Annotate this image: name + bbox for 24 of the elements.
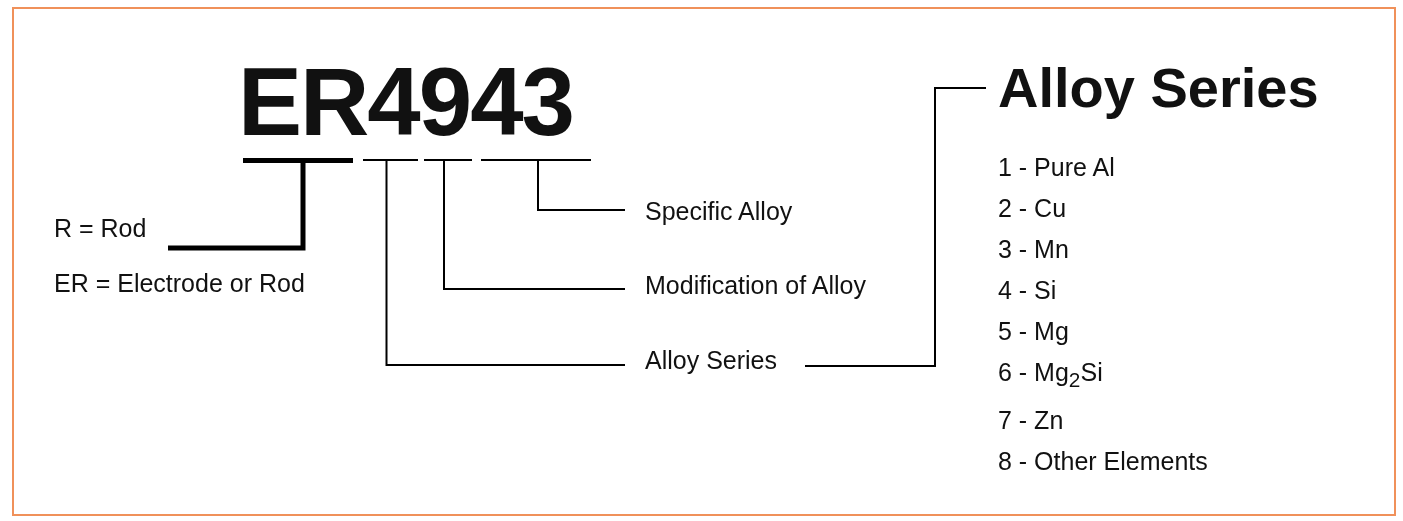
list-item: 3 - Mn: [998, 234, 1070, 265]
leader-line: [804, 87, 987, 367]
list-item: 6 - Mg$_{2}$Si: [998, 357, 1104, 393]
list-item: 4 - Si: [998, 275, 1058, 306]
leader-line: [537, 160, 626, 211]
leader-label: Specific Alloy: [645, 194, 805, 228]
leader-line: [443, 160, 626, 290]
list-item: 8 - Other Elements: [998, 446, 1209, 477]
leader-label: Modification of Alloy: [645, 268, 885, 302]
leader-label: Alloy Series: [645, 343, 785, 377]
underline-bar: [363, 159, 418, 161]
underline-bar: [243, 158, 353, 163]
underline-bar: [424, 159, 472, 161]
code-designation: ER4943: [238, 52, 598, 152]
list-item: 1 - Pure Al: [998, 152, 1116, 183]
definition-text: R = Rod: [54, 213, 148, 244]
leader-line: [385, 160, 626, 366]
leader-line: [168, 163, 306, 251]
underline-bar: [481, 159, 591, 161]
definition-text: ER = Electrode or Rod: [54, 268, 306, 299]
list-heading: Alloy Series: [998, 55, 1320, 121]
list-item: 7 - Zn: [998, 405, 1065, 436]
list-item: 5 - Mg: [998, 316, 1070, 347]
list-item: 2 - Cu: [998, 193, 1068, 224]
